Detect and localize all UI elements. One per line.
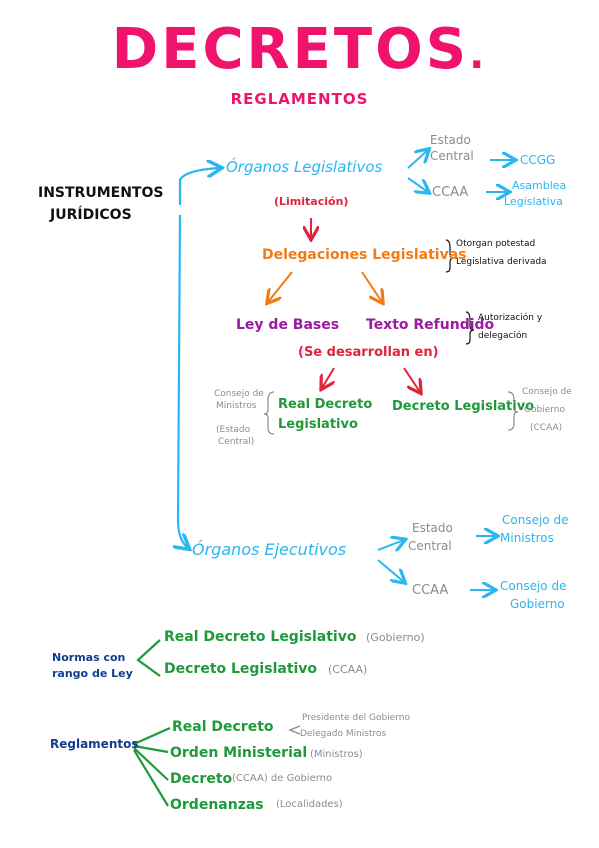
brace-consejo-gobierno: [507, 391, 519, 431]
delegacion-note-line2: Legislativa derivada: [456, 257, 547, 267]
limitacion-label: (Limitación): [274, 195, 349, 208]
consejo-gobierno-note-line2: Gobierno: [524, 405, 565, 415]
normas-label-line2: rango de Ley: [52, 667, 133, 680]
arrow-leg-estado: [407, 150, 428, 169]
reglamentos-item-1: Real Decreto: [172, 719, 274, 735]
real-decreto-legislativo-line2: Legislativo: [278, 417, 358, 432]
decreto-legislativo: Decreto Legislativo: [392, 399, 535, 414]
brace-delegacion: [445, 239, 455, 273]
fan-reglamentos-1: [133, 726, 171, 746]
chevron-normas: [136, 639, 161, 677]
arrow-delegacion-texto: [361, 271, 382, 302]
ejec-ccaa: CCAA: [412, 583, 449, 598]
leg-estado-line2: Central: [430, 149, 474, 163]
arrow-desarrollan-dl: [403, 367, 420, 392]
reglamentos-item-3-note: (CCAA) de Gobierno: [232, 773, 333, 784]
ejec-consejo-gobierno-line1: Consejo de: [500, 579, 567, 593]
leg-ccgg: CCGG: [520, 153, 556, 167]
real-decreto-legislativo-line1: Real Decreto: [278, 397, 373, 412]
fan-reglamentos-4: [133, 749, 169, 807]
texto-note-line1: Autorización y: [478, 313, 543, 323]
ley-de-bases: Ley de Bases: [236, 317, 340, 333]
real-decreto-note-line1: Presidente del Gobierno: [302, 713, 410, 723]
consejo-ministros-note-line2: Ministros: [216, 401, 257, 411]
ejec-consejo-ministros-line1: Consejo de: [502, 513, 569, 527]
root-label-line2: JURÍDICOS: [50, 207, 132, 223]
reglamentos-item-2-note: (Ministros): [310, 749, 363, 760]
consejo-gobierno-note-line3: (CCAA): [530, 423, 563, 433]
arrow-root-legislativos: [178, 168, 220, 205]
ejec-consejo-ministros-line2: Ministros: [500, 531, 554, 545]
leg-asamblea-line1: Asamblea: [512, 179, 567, 192]
normas-item-2-note: (CCAA): [328, 663, 368, 676]
normas-label-line1: Normas con: [52, 651, 126, 664]
arrow-real-decreto-note: [288, 725, 301, 735]
fan-reglamentos-2: [133, 744, 169, 754]
root-label-line1: INSTRUMENTOS: [38, 185, 164, 201]
arrow-delegacion-ley: [268, 271, 293, 302]
ejec-estado-line1: Estado: [412, 521, 453, 535]
ejec-consejo-gobierno-line2: Gobierno: [510, 597, 565, 611]
reglamentos-label: Reglamentos: [50, 737, 139, 751]
consejo-gobierno-note-line1: Consejo de: [522, 387, 572, 397]
normas-item-1-note: (Gobierno): [366, 631, 425, 644]
reglamentos-item-2: Orden Ministerial: [170, 745, 308, 761]
consejo-ministros-note-line1: Consejo de: [214, 389, 264, 399]
page-title: DECRETOS.: [111, 17, 488, 82]
arrow-ejec-estado: [377, 540, 404, 550]
real-decreto-note-line2: Delegado Ministros: [300, 729, 387, 739]
delegaciones-legislativas: Delegaciones Legislativas: [262, 247, 467, 263]
consejo-ministros-note-line3: (Estado: [216, 425, 251, 435]
organos-legislativos: Órganos Legislativos: [226, 158, 383, 176]
arrow-leg-ccaa: [407, 177, 428, 192]
texto-note-line2: delegación: [478, 331, 528, 341]
leg-estado-line1: Estado: [430, 133, 471, 147]
fan-reglamentos-3: [133, 747, 169, 781]
brace-consejo-ministros: [263, 391, 275, 435]
arrow-desarrollan-rdl: [322, 367, 334, 388]
normas-item-1: Real Decreto Legislativo: [164, 629, 357, 645]
reglamentos-item-4: Ordenanzas: [170, 797, 264, 813]
leg-asamblea-line2: Legislativa: [504, 195, 563, 208]
arrow-root-ejecutivos: [178, 214, 188, 548]
texto-refundido: Texto Refundido: [366, 317, 495, 333]
reglamentos-item-3: Decreto: [170, 771, 233, 787]
arrow-ejec-ccaa: [377, 559, 404, 582]
page-subtitle: REGLAMENTOS: [230, 90, 369, 108]
reglamentos-item-4-note: (Localidades): [276, 799, 343, 810]
organos-ejecutivos: Órganos Ejecutivos: [192, 540, 347, 559]
leg-ccaa: CCAA: [432, 185, 469, 200]
ejec-estado-line2: Central: [408, 539, 452, 553]
brace-texto: [465, 311, 475, 345]
se-desarrollan-en: (Se desarrollan en): [298, 345, 439, 360]
delegacion-note-line1: Otorgan potestad: [456, 239, 536, 249]
consejo-ministros-note-line4: Central): [218, 437, 255, 447]
normas-item-2: Decreto Legislativo: [164, 661, 318, 677]
